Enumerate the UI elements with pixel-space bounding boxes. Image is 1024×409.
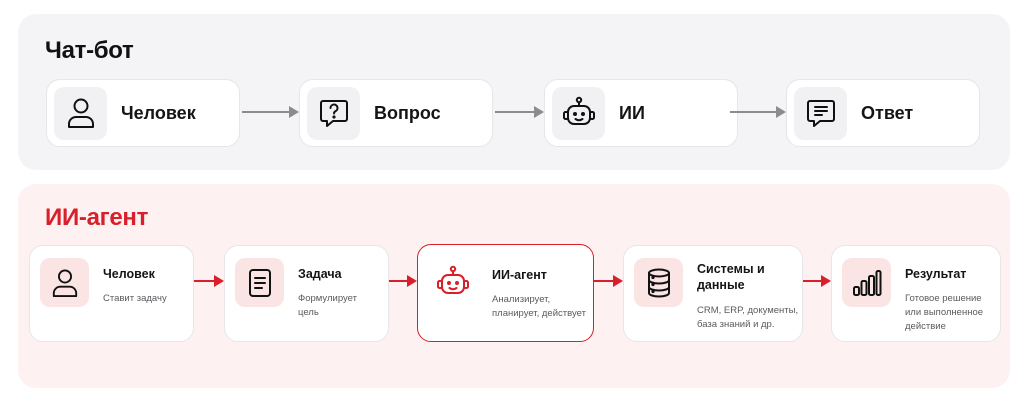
agent-step-description: Ставит задачу — [103, 293, 167, 304]
agent-step-task: Задача Формулирует цель — [224, 245, 389, 342]
chatbot-panel: Чат-бот Человек Вопрос — [18, 14, 1010, 170]
chatbot-step-label: Вопрос — [374, 102, 441, 123]
chatbot-step-question: Вопрос — [299, 79, 493, 147]
chatbot-step-ai: ИИ — [544, 79, 738, 147]
arrow-right-icon — [594, 275, 623, 287]
arrow-right-icon — [803, 275, 831, 287]
agent-step-result: Результат Готовое решение или выполненно… — [831, 245, 1001, 342]
document-icon — [235, 258, 284, 307]
robot-icon — [428, 257, 477, 306]
arrow-right-icon — [194, 275, 224, 287]
agent-step-title: Системы и данные — [697, 262, 765, 292]
agent-step-title: Результат — [905, 267, 967, 281]
agent-step-ai-agent: ИИ-агент Анализирует, планирует, действу… — [417, 244, 594, 342]
agent-step-description: Формулирует цель — [298, 293, 357, 318]
arrow-right-icon — [495, 106, 544, 118]
agent-step-description: Анализирует, планирует, действует — [492, 294, 586, 319]
chatbot-step-person: Человек — [46, 79, 240, 147]
message-icon — [794, 86, 847, 140]
arrow-right-icon — [242, 106, 299, 118]
database-icon — [634, 258, 683, 307]
chatbot-step-label: Ответ — [861, 102, 914, 123]
agent-step-title: Задача — [298, 267, 342, 281]
question-bubble-icon — [307, 86, 360, 140]
chatbot-step-label: Человек — [121, 102, 196, 123]
agent-panel: ИИ-агент Человек Ставит задачу Задача Фо… — [18, 184, 1010, 388]
agent-title: ИИ-агент — [45, 204, 149, 231]
arrow-right-icon — [730, 106, 786, 118]
arrow-right-icon — [389, 275, 417, 287]
person-icon — [40, 258, 89, 307]
chatbot-title: Чат-бот — [45, 37, 134, 64]
chatbot-step-label: ИИ — [619, 102, 645, 123]
agent-step-person: Человек Ставит задачу — [29, 245, 194, 342]
agent-step-systems: Системы и данные CRM, ERP, документы, ба… — [623, 245, 803, 342]
agent-step-title: Человек — [103, 267, 155, 281]
person-icon — [54, 86, 107, 140]
agent-step-description: CRM, ERP, документы, база знаний и др. — [697, 305, 799, 330]
agent-step-title: ИИ-агент — [492, 268, 547, 282]
agent-step-description: Готовое решение или выполненное действие — [905, 293, 984, 332]
bar-chart-icon — [842, 258, 891, 307]
robot-icon — [552, 86, 605, 140]
chatbot-step-answer: Ответ — [786, 79, 980, 147]
